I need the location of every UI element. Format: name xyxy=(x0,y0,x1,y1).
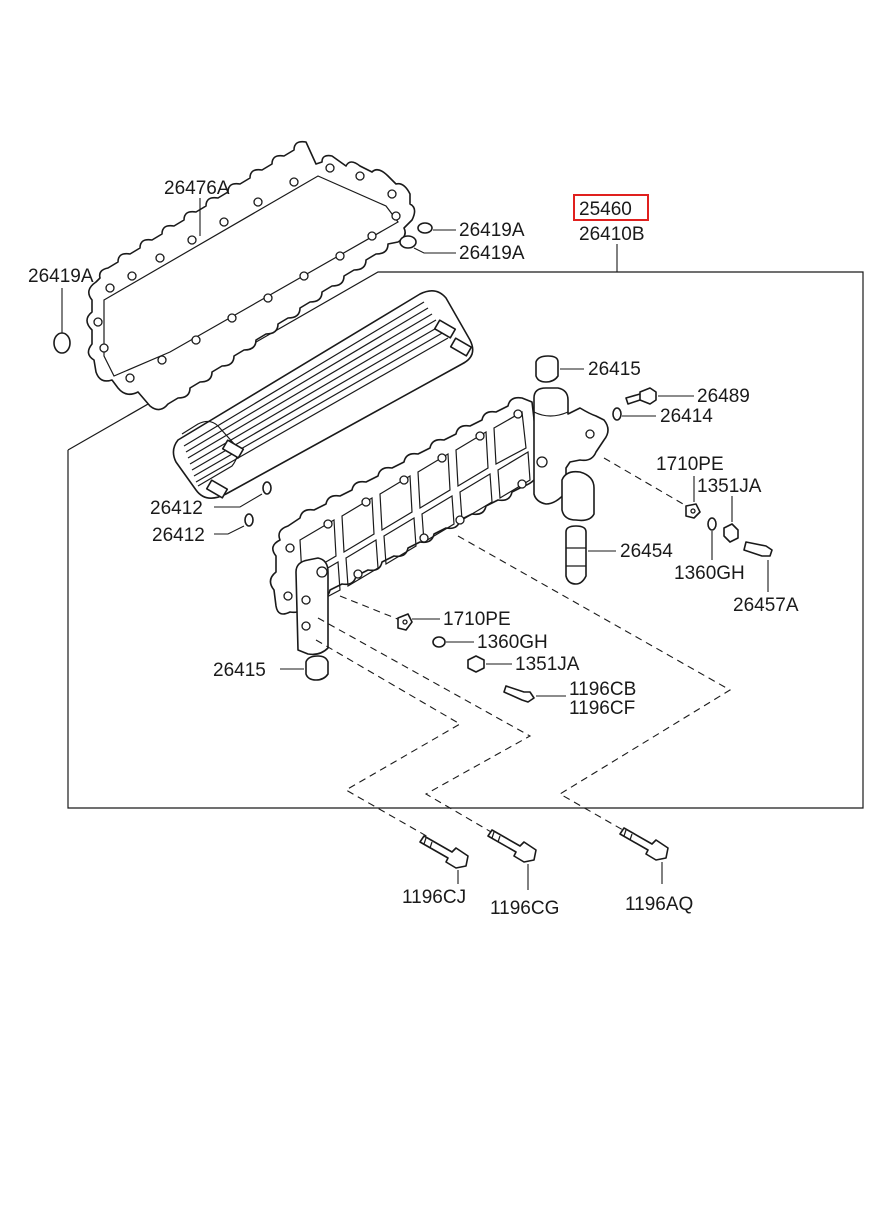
label-bolt-1196aq: 1196AQ xyxy=(625,894,693,915)
label-oring-26412-2: 26412 xyxy=(152,525,205,546)
plug-26415-left xyxy=(305,655,329,681)
oring-26419a-2 xyxy=(399,235,417,249)
bolt-1196cb xyxy=(503,685,535,703)
bolt-26457a xyxy=(743,541,773,557)
label-bolt-1196cf: 1196CF xyxy=(569,698,635,719)
label-assembly-highlighted[interactable]: 25460 xyxy=(579,199,632,220)
nut-1351ja-right xyxy=(723,523,739,543)
bolt-1196cj xyxy=(419,835,469,869)
gasket xyxy=(86,140,416,411)
label-plug-left: 26415 xyxy=(213,660,266,681)
label-oring-top-1: 26419A xyxy=(459,220,525,241)
label-plug-top: 26415 xyxy=(588,359,641,380)
oring-26412-1 xyxy=(262,481,272,495)
label-bolt-1196cg: 1196CG xyxy=(490,898,559,919)
dash-center-axis xyxy=(339,595,401,621)
label-bolt-26489: 26489 xyxy=(697,386,750,407)
bolt-1196aq xyxy=(619,827,669,861)
label-spring-washer-right: 1360GH xyxy=(674,563,745,584)
spring-washer-1360gh-center xyxy=(432,636,446,648)
oring-26412-2 xyxy=(244,513,254,527)
assembly-frame xyxy=(67,271,864,809)
label-oring-26414: 26414 xyxy=(660,406,713,427)
leader-oring-26412-1 xyxy=(214,493,263,508)
dash-bolt-3 xyxy=(457,535,732,835)
highlight-box xyxy=(573,194,649,221)
label-valve: 26454 xyxy=(620,541,673,562)
label-nut-right: 1351JA xyxy=(697,476,762,497)
valve-26454 xyxy=(565,525,587,585)
label-bolt-1196cb: 1196CB xyxy=(569,679,636,700)
oring-26414 xyxy=(612,407,622,421)
bolt-1196cg xyxy=(487,829,537,863)
label-bolt-26457a: 26457A xyxy=(733,595,799,616)
label-assembly: 26410B xyxy=(579,224,645,245)
label-bolt-1196cj: 1196CJ xyxy=(402,887,466,908)
dash-bolt-1 xyxy=(315,639,462,839)
nut-1351ja-center xyxy=(467,655,485,673)
label-washer-center: 1710PE xyxy=(443,609,511,630)
oring-26419a-left xyxy=(53,332,71,354)
label-oring-top-2: 26419A xyxy=(459,243,525,264)
dash-bolt-2 xyxy=(317,617,532,837)
label-gasket: 26476A xyxy=(164,178,230,199)
leader-oring-26412-2 xyxy=(214,525,245,535)
bolt-26489 xyxy=(625,387,657,405)
cooler-housing xyxy=(269,387,609,656)
label-nut-center: 1351JA xyxy=(515,654,580,675)
label-spring-washer-center: 1360GH xyxy=(477,632,548,653)
cooler-core xyxy=(172,290,474,499)
dash-right-axis xyxy=(603,457,691,509)
label-oring-26412-1: 26412 xyxy=(150,498,203,519)
label-oring-left: 26419A xyxy=(28,266,94,287)
label-washer-right: 1710PE xyxy=(656,454,724,475)
leader-oring-top-2 xyxy=(413,247,456,254)
plug-26415-top xyxy=(535,355,559,383)
spring-washer-1360gh-right xyxy=(707,517,717,531)
oring-26419a-1 xyxy=(417,222,433,234)
